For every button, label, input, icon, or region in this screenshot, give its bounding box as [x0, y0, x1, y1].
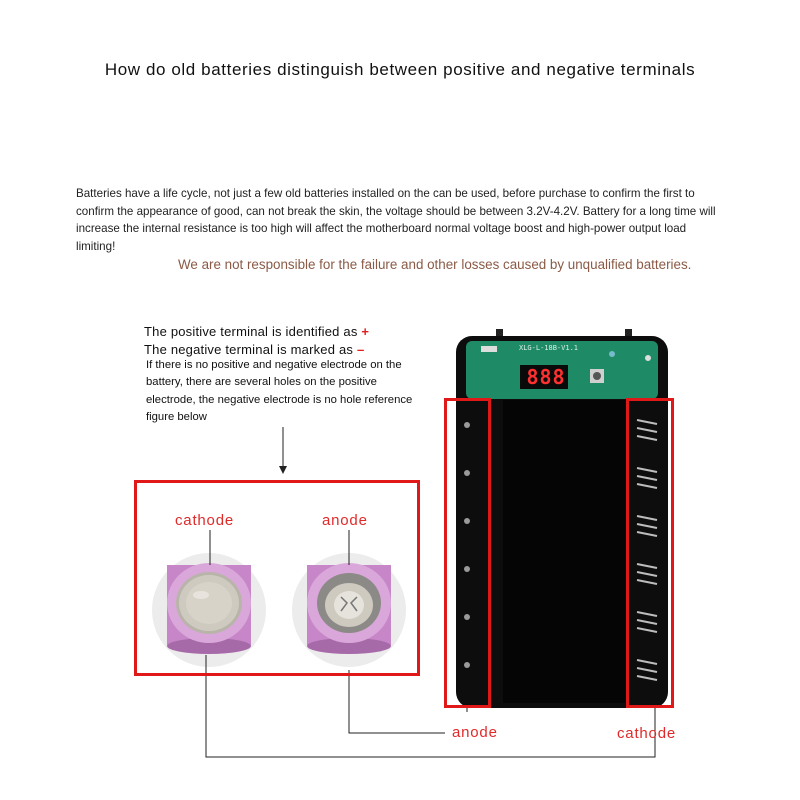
positive-terminal-line: The positive terminal is identified as +: [144, 324, 369, 339]
anode-highlight-box: [444, 398, 491, 708]
page-title: How do old batteries distinguish between…: [104, 60, 696, 79]
battery-label-cathode: cathode: [175, 512, 234, 529]
positive-terminal-text: The positive terminal is identified as: [144, 324, 358, 339]
down-arrow-icon: [279, 427, 287, 474]
negative-terminal-text: The negative terminal is marked as: [144, 342, 354, 357]
battery-label-anode: anode: [322, 512, 368, 529]
power-bank-image: [456, 329, 668, 708]
intro-paragraph: Batteries have a life cycle, not just a …: [76, 187, 716, 253]
disclaimer-text: We are not responsible for the failure a…: [178, 257, 692, 272]
battery-holed-end-image: [292, 553, 406, 667]
battery-comparison-frame: [134, 480, 420, 676]
negative-terminal-line: The negative terminal is marked as –: [144, 342, 364, 357]
electrode-note: If there is no positive and negative ele…: [146, 359, 413, 424]
device-label-cathode: cathode: [617, 725, 676, 742]
cathode-highlight-box: [626, 398, 674, 708]
battery-flat-end-image: [152, 553, 266, 667]
pcb-label: XLG-L-18B-V1.1: [519, 344, 579, 352]
minus-symbol: –: [356, 342, 365, 357]
digital-display: 888: [526, 365, 566, 389]
plus-symbol: +: [361, 324, 370, 339]
device-label-anode: anode: [452, 724, 498, 741]
